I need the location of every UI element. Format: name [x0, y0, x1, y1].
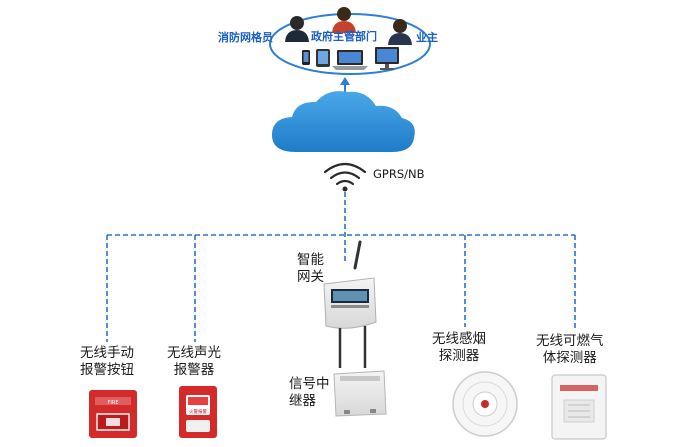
manual-alarm-button-device	[89, 390, 137, 438]
smoke-detector-label: 无线感烟 探测器	[432, 331, 486, 365]
repeater-label-line1: 信号中	[289, 376, 330, 392]
repeater-label: 信号中 继器	[289, 376, 330, 410]
smart-gateway-device	[323, 240, 377, 368]
gateway-label: 智能 网关	[297, 252, 324, 286]
gprs-nb-label: GPRS/NB	[373, 167, 425, 181]
gas-detector-label: 无线可燃气 体探测器	[536, 333, 604, 367]
repeater-label-line2: 继器	[289, 392, 316, 409]
phone-icon	[302, 50, 310, 65]
gas-detector-label-line2: 体探测器	[542, 349, 597, 366]
sound-light-alarm-label-line2: 报警器	[173, 361, 215, 378]
gas-detector-device	[551, 374, 607, 440]
smoke-detector-label-line2: 探测器	[438, 347, 480, 364]
manual-button-label-line2: 报警按钮	[80, 361, 134, 378]
cloud-icon	[272, 91, 415, 152]
button-panel-text: FIRE	[108, 400, 119, 406]
gateway-label-line1: 智能	[297, 252, 324, 268]
manual-button-label: 无线手动 报警按钮	[80, 345, 134, 379]
role-label-grid-officer: 消防网格员	[218, 31, 273, 44]
network-links	[106, 192, 576, 342]
role-label-owner: 业主	[416, 31, 438, 44]
gas-detector-label-line1: 无线可燃气	[536, 333, 604, 349]
laptop-icon	[332, 50, 368, 70]
smoke-detector-device	[452, 371, 518, 437]
desktop-monitor-icon	[375, 47, 399, 70]
alarm-panel-text: 火警报警	[189, 408, 207, 415]
sound-light-alarm-device	[179, 386, 217, 438]
signal-repeater-device	[333, 370, 387, 417]
government-person-icon	[332, 7, 356, 33]
tablet-icon	[316, 49, 330, 67]
manual-button-label-line1: 无线手动	[80, 345, 134, 361]
grid-officer-person-icon	[285, 16, 309, 42]
wireless-signal-icon	[323, 162, 367, 192]
sound-light-alarm-label: 无线声光 报警器	[167, 345, 221, 379]
owner-person-icon	[388, 19, 412, 45]
smoke-detector-label-line1: 无线感烟	[432, 331, 486, 347]
sound-light-alarm-label-line1: 无线声光	[167, 345, 221, 361]
role-label-government: 政府主管部门	[311, 30, 377, 43]
gateway-label-line2: 网关	[297, 268, 324, 285]
